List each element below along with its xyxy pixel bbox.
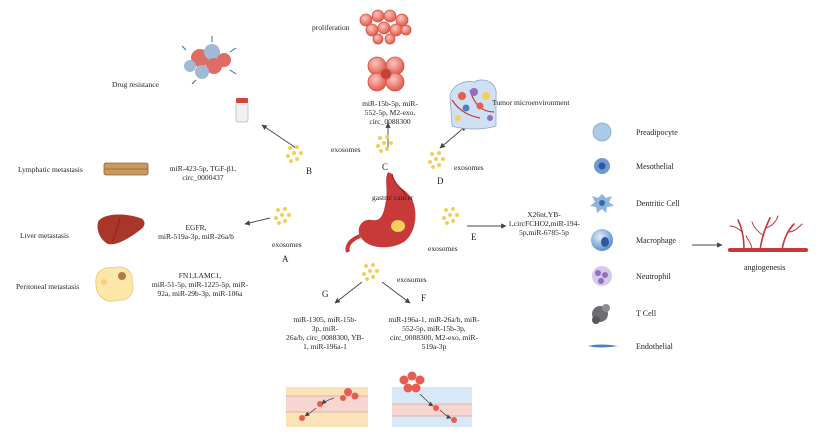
label-peritoneal-metastasis: Peritoneal metastasis xyxy=(16,282,80,291)
letter-F: F xyxy=(421,293,427,303)
tumor-microenvironment-icon xyxy=(449,79,497,130)
arrow-to-F xyxy=(381,281,411,304)
label-exosomes-E: exosomes xyxy=(428,244,458,253)
molecule-list-B: miR-423-5p, TGF-β1,circ_0000437 xyxy=(169,164,237,182)
label-endothelial: Endothelial xyxy=(636,342,673,351)
molecule-list-A-liver: EGFR,miR-519a-3p, miR-26a/b xyxy=(158,223,234,241)
label-drug-resistance: Drug resistance xyxy=(112,80,159,89)
arrow-to-G xyxy=(334,281,363,304)
arrow-tumor-microenvironment xyxy=(439,125,467,149)
letter-A: A xyxy=(282,254,289,264)
extravasation-panel-right xyxy=(392,371,472,427)
t-cell-icon xyxy=(592,304,610,324)
molecule-list-E: X26nt,YB-1,circFCHO2,miR-194-5p,miR-6785… xyxy=(508,210,580,237)
exosome-cluster-D xyxy=(428,151,445,169)
drug-resistance-cluster-icon xyxy=(181,36,237,85)
label-gastric-cancer: gastric cancer xyxy=(372,193,414,202)
label-lymphatic-metastasis: Lymphatic metastasis xyxy=(18,165,83,174)
arrow-to-liver xyxy=(244,217,271,226)
letter-C: C xyxy=(382,162,389,172)
exosome-cluster-E xyxy=(442,207,459,225)
liver-icon xyxy=(97,214,145,245)
label-exosomes-A: exosomes xyxy=(272,240,302,249)
label-proliferation: proliferation xyxy=(312,23,350,32)
molecule-list-G: miR-1305, miR-15b-3p, miR-26a/b, circ_00… xyxy=(285,315,365,351)
label-mesothelial: Mesothelial xyxy=(636,162,674,171)
label-exosomes-C: exosomes xyxy=(331,145,361,154)
dendritic-cell-icon xyxy=(590,194,614,213)
label-tumor-microenvironment: Tumor microenvironment xyxy=(492,98,570,107)
label-angiogenesis: angiogenesis xyxy=(744,263,786,272)
stomach-icon xyxy=(345,172,416,253)
molecule-list-F: miR-196a-1, miR-26a/b, miR-552-5p, miR-1… xyxy=(388,315,480,351)
extravasation-panel-left xyxy=(286,387,368,427)
arrows xyxy=(244,122,723,304)
label-t-cell: T Cell xyxy=(636,309,657,318)
label-preadipocyte: Preadipocyte xyxy=(636,128,678,137)
letter-E: E xyxy=(471,232,477,242)
mesothelial-cell-icon xyxy=(594,158,610,174)
cell-panel xyxy=(588,122,618,348)
label-dendritic-cell: Dentritic Cell xyxy=(636,199,680,208)
label-exosomes-FG: exosomes xyxy=(397,275,427,284)
exosome-cluster-A xyxy=(274,207,291,225)
drug-vial-icon xyxy=(235,98,249,123)
letter-G: G xyxy=(322,289,329,299)
proliferation-tumor-cluster-icon xyxy=(359,9,412,45)
molecule-list-C: miR-15b-5p, miR-552-5p, M2-exo,circ_0088… xyxy=(362,99,418,126)
label-exosomes-D: exosomes xyxy=(454,163,484,172)
exosome-cluster-C xyxy=(376,135,393,153)
label-macrophage: Macrophage xyxy=(636,236,676,245)
molecule-list-A-peritoneal: FN1,LAMC1,miR-51-5p, miR-1225-5p, miR-92… xyxy=(151,271,249,298)
endothelial-cell-icon xyxy=(588,344,618,348)
label-liver-metastasis: Liver metastasis xyxy=(20,231,69,240)
arrow-to-drug-resistance xyxy=(261,124,297,149)
peritoneum-icon xyxy=(95,266,134,302)
angiogenesis-vessel-icon xyxy=(728,215,808,252)
neutrophil-icon xyxy=(592,266,612,286)
exosome-clusters xyxy=(274,135,459,281)
label-neutrophil: Neutrophil xyxy=(636,272,671,281)
exosome-cluster-FG xyxy=(362,263,379,281)
preadipocyte-icon xyxy=(592,122,612,142)
proliferation-dividing-cell-icon xyxy=(367,56,405,92)
letter-B: B xyxy=(306,166,313,176)
macrophage-icon xyxy=(591,229,613,251)
letter-D: D xyxy=(437,176,444,186)
lymphatic-vessel-icon xyxy=(103,162,149,176)
exosome-cluster-B xyxy=(286,145,303,163)
